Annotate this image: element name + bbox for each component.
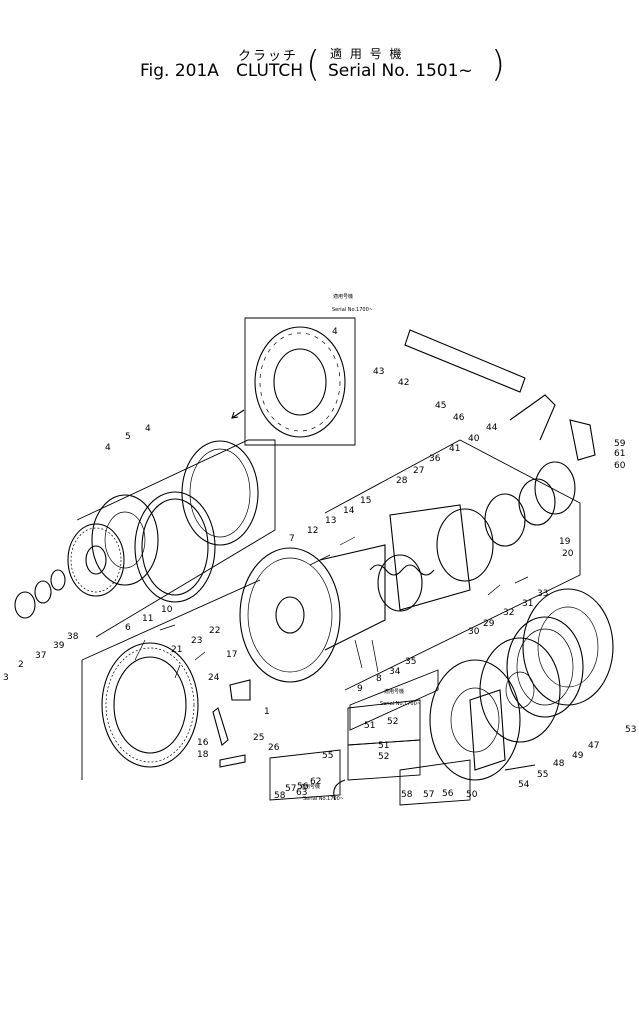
paren-close: ) xyxy=(491,44,506,85)
callout-27: 27 xyxy=(413,466,424,476)
callout-9: 9 xyxy=(357,684,363,694)
note-top-jp: 適用号機 xyxy=(333,293,353,300)
callout-1: 1 xyxy=(264,707,270,717)
small-parts xyxy=(134,536,536,771)
callout-50: 50 xyxy=(466,790,478,800)
callout-58a: 58 xyxy=(401,790,413,800)
note-bottom-jp: 適用号機 xyxy=(300,783,320,790)
callout-6: 6 xyxy=(125,623,131,633)
subtitle-jp: クラッチ xyxy=(238,49,299,64)
callout-58b: 58 xyxy=(274,791,286,801)
callout-33: 33 xyxy=(537,589,548,599)
callout-56a: 56 xyxy=(442,789,454,799)
callout-53: 53 xyxy=(625,725,636,735)
callout-37: 37 xyxy=(35,651,46,661)
callout-55a: 55 xyxy=(537,770,548,780)
inset-top-facing: 適用号機 Serial No.1700~ xyxy=(231,293,373,446)
callouts: 1 2 3 4 4 4 5 6 7 8 9 10 11 12 13 14 15 … xyxy=(3,327,636,801)
note-mid-jp: 適用号機 xyxy=(384,688,404,695)
callout-15: 15 xyxy=(360,496,371,506)
callout-62: 62 xyxy=(310,777,321,787)
callout-49: 49 xyxy=(572,751,584,761)
callout-31: 31 xyxy=(522,599,533,609)
callout-2: 2 xyxy=(18,660,24,670)
callout-48: 48 xyxy=(553,759,565,769)
note-top-serial: Serial No.1700~ xyxy=(332,307,373,313)
callout-23: 23 xyxy=(191,636,202,646)
callout-36: 36 xyxy=(429,454,441,464)
callout-32: 32 xyxy=(503,608,514,618)
callout-19: 19 xyxy=(559,537,571,547)
callout-21: 21 xyxy=(171,645,182,655)
callout-44: 44 xyxy=(486,423,498,433)
callout-24: 24 xyxy=(208,673,220,683)
callout-7: 7 xyxy=(289,534,295,544)
callout-57a: 57 xyxy=(423,790,434,800)
callout-40: 40 xyxy=(468,434,480,444)
callout-63: 63 xyxy=(296,788,307,798)
callout-34: 34 xyxy=(389,667,401,677)
callout-41: 41 xyxy=(449,444,460,454)
note-bottom-serial: Serial No.1700~ xyxy=(303,796,344,802)
callout-5: 5 xyxy=(125,432,131,442)
inset-bottom: 適用号機 Serial No.1700~ 適用号機 Serial No.1700… xyxy=(269,688,471,806)
callout-52a: 52 xyxy=(387,717,398,727)
callout-56b: 56 xyxy=(297,782,309,792)
callout-4a: 4 xyxy=(332,327,338,337)
callout-25: 25 xyxy=(253,733,264,743)
callout-22: 22 xyxy=(209,626,220,636)
callout-4b: 4 xyxy=(145,424,151,434)
figure-number: Fig. 201A xyxy=(140,61,219,81)
callout-20: 20 xyxy=(562,549,574,559)
callout-12: 12 xyxy=(307,526,318,536)
clutch-drum-group xyxy=(239,329,596,691)
serial-range: Serial No. 1501~ xyxy=(328,61,473,81)
note-mid-serial: Serial No.1700~ xyxy=(380,701,421,707)
callout-61: 61 xyxy=(614,449,625,459)
callout-42: 42 xyxy=(398,378,409,388)
callout-29: 29 xyxy=(483,619,495,629)
callout-60: 60 xyxy=(614,461,626,471)
callout-13: 13 xyxy=(325,516,336,526)
callout-11: 11 xyxy=(142,614,153,624)
applicability-jp: 適 用 号 機 xyxy=(330,47,404,61)
callout-46: 46 xyxy=(453,413,465,423)
callout-51b: 51 xyxy=(378,741,389,751)
paren-open: ( xyxy=(306,44,321,85)
callout-8: 8 xyxy=(376,674,382,684)
callout-4c: 4 xyxy=(105,443,111,453)
callout-55b: 55 xyxy=(322,751,333,761)
callout-26: 26 xyxy=(268,743,280,753)
callout-54: 54 xyxy=(518,780,530,790)
callout-51a: 51 xyxy=(364,721,375,731)
flywheel-group xyxy=(14,439,276,780)
callout-59: 59 xyxy=(614,439,626,449)
callout-57b: 57 xyxy=(285,784,296,794)
callout-3: 3 xyxy=(3,673,9,683)
callout-28: 28 xyxy=(396,476,408,486)
callout-18: 18 xyxy=(197,750,209,760)
callout-35: 35 xyxy=(405,657,416,667)
clutch-plates-right xyxy=(349,588,614,781)
callout-45: 45 xyxy=(435,401,446,411)
callout-17: 17 xyxy=(226,650,237,660)
callout-38: 38 xyxy=(67,632,79,642)
callout-47: 47 xyxy=(588,741,599,751)
callout-52b: 52 xyxy=(378,752,389,762)
callout-43: 43 xyxy=(373,367,384,377)
callout-16: 16 xyxy=(197,738,209,748)
callout-30: 30 xyxy=(468,627,480,637)
callout-14: 14 xyxy=(343,506,355,516)
callout-10: 10 xyxy=(161,605,173,615)
callout-39: 39 xyxy=(53,641,65,651)
figure-title: CLUTCH xyxy=(236,61,303,81)
